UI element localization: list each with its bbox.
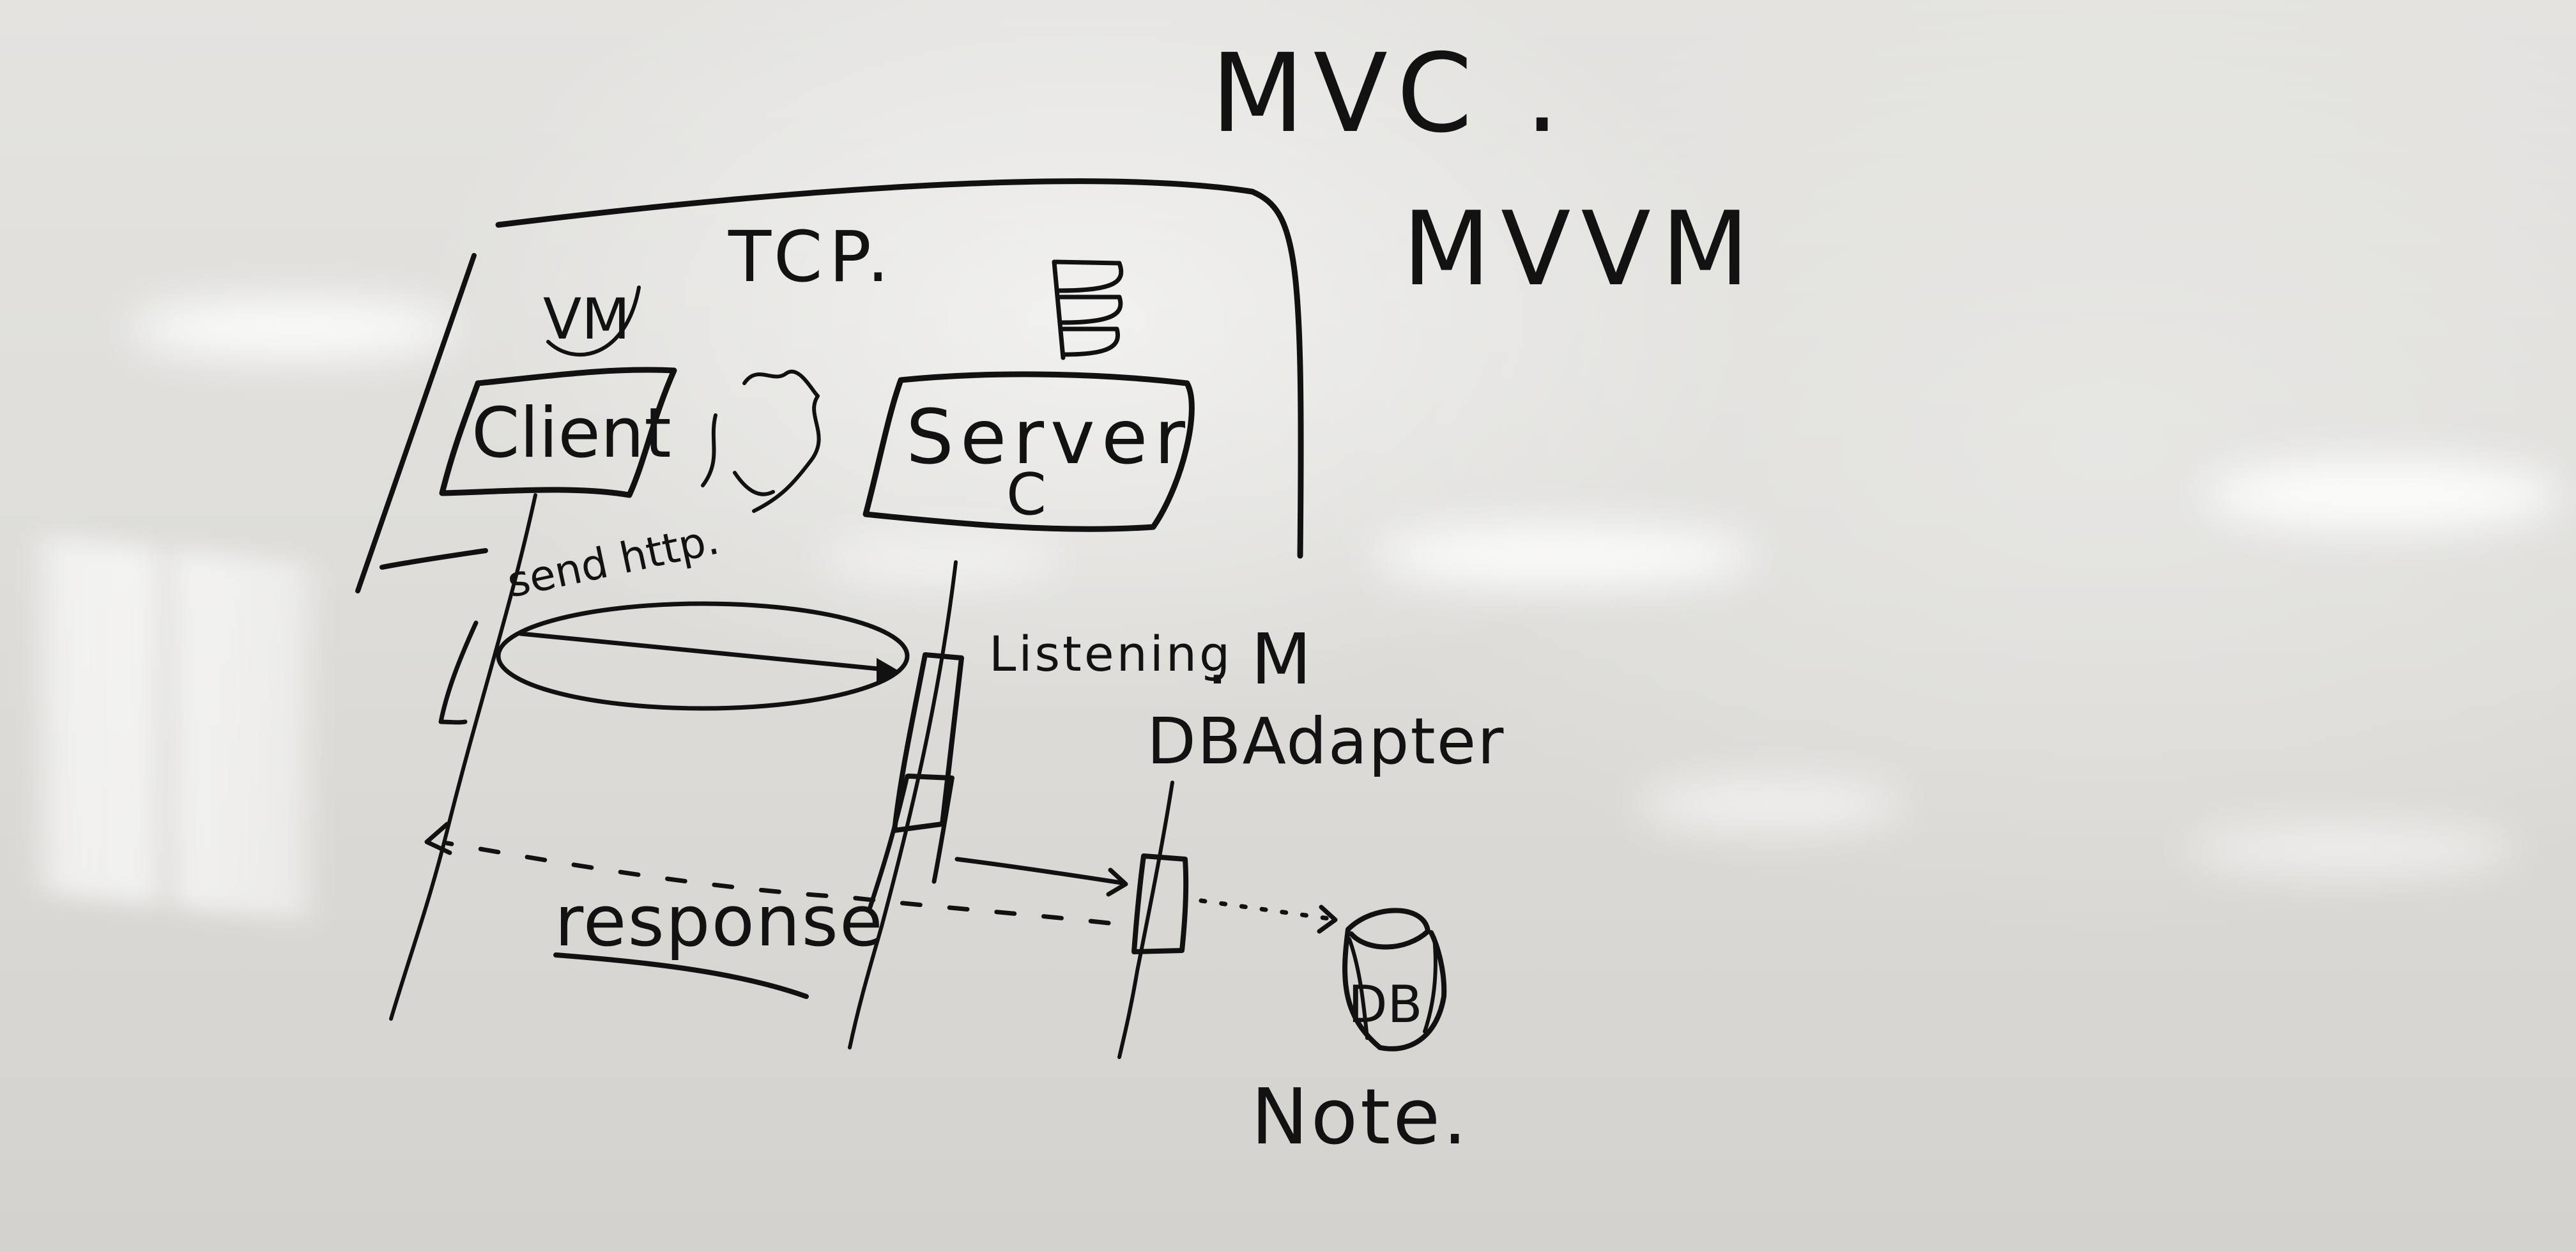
ceiling-light-reflection bbox=[2185, 824, 2517, 875]
client-box bbox=[439, 367, 677, 498]
response-underline bbox=[553, 952, 809, 999]
ceiling-light-reflection bbox=[1374, 524, 1757, 588]
server-stack-icon bbox=[1052, 259, 1124, 360]
send-http-label: send http. bbox=[503, 514, 723, 607]
send-http-ellipse bbox=[496, 601, 910, 711]
tcp-boundary bbox=[495, 178, 1304, 559]
adapter-to-db-arrow bbox=[1199, 898, 1331, 921]
ceiling-light-reflection bbox=[818, 537, 1061, 581]
heading-mvvm: MVVM bbox=[1402, 189, 1759, 309]
heading-mvc: MVC . bbox=[1211, 31, 1568, 157]
vm-underline bbox=[546, 286, 641, 357]
server-label: Server bbox=[906, 393, 1192, 481]
response-arrow bbox=[445, 841, 1111, 926]
db-cylinder bbox=[1342, 908, 1447, 1051]
adapter-activation bbox=[1131, 853, 1189, 954]
db-cylinder-side bbox=[1347, 936, 1438, 1040]
ceiling-light-reflection bbox=[1636, 779, 1904, 830]
server-to-adapter-arrow bbox=[954, 857, 1124, 885]
model-m-label: . M bbox=[1206, 618, 1312, 700]
server-to-adapter-arrowhead bbox=[1106, 867, 1128, 897]
adapter-lifeline bbox=[1117, 781, 1174, 1059]
ceiling-light-reflection bbox=[128, 300, 460, 358]
client-lifeline bbox=[389, 493, 537, 1021]
client-label: Client bbox=[471, 393, 671, 473]
tcp-label: TCP. bbox=[728, 216, 896, 298]
server-activation bbox=[892, 652, 964, 833]
listening-label: Listening bbox=[989, 625, 1232, 682]
ceiling-light-reflection bbox=[2204, 460, 2562, 530]
server-box bbox=[862, 371, 1195, 532]
adapter-to-db-arrowhead bbox=[1317, 905, 1338, 934]
response-label: response bbox=[555, 880, 884, 962]
note-label: Note. bbox=[1251, 1073, 1469, 1162]
server-lifeline bbox=[848, 560, 958, 1050]
db-adapter-label: DBAdapter bbox=[1147, 704, 1505, 779]
server-activation-lower bbox=[868, 774, 954, 910]
vm-label: VM bbox=[543, 286, 630, 352]
tcp-boundary-left bbox=[355, 253, 477, 593]
client-activation bbox=[438, 620, 479, 725]
send-http-arrow bbox=[518, 631, 887, 672]
server-sub-label: C bbox=[1006, 461, 1046, 528]
db-label: DB bbox=[1348, 975, 1422, 1034]
response-arrowhead bbox=[424, 821, 452, 855]
network-squiggle bbox=[701, 369, 821, 513]
tcp-boundary-bottom bbox=[379, 548, 488, 570]
send-http-arrowhead bbox=[877, 658, 901, 683]
